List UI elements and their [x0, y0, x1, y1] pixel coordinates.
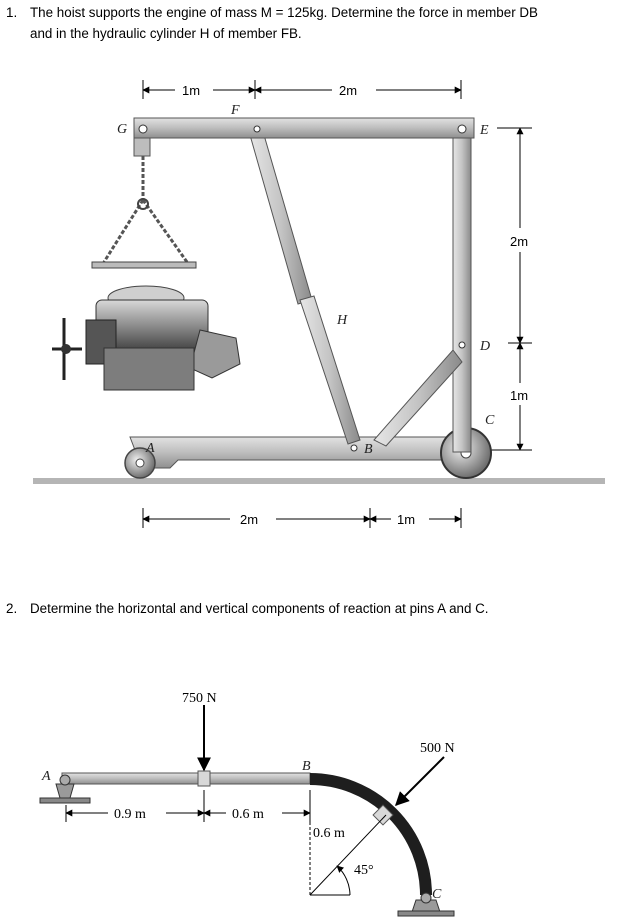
pin-g: [138, 124, 148, 134]
label-b: B: [364, 442, 373, 457]
dim-bottom-right-label: 1m: [397, 512, 415, 527]
load-collar-1: [197, 770, 211, 787]
label-a2: A: [41, 769, 51, 784]
problem-1-number: 1.: [6, 5, 18, 20]
load-750-label: 750 N: [182, 691, 217, 706]
label-c2: C: [432, 887, 442, 902]
dim-top-right-label: 2m: [339, 83, 357, 98]
label-h: H: [336, 313, 348, 328]
hydraulic-cylinder-body: [249, 134, 313, 305]
label-f: F: [230, 103, 240, 118]
support-c: [397, 892, 455, 917]
angle-label: 45°: [354, 863, 374, 878]
dim-right-lower-label: 1m: [510, 388, 528, 403]
ground-line: [33, 478, 605, 484]
label-b2: B: [302, 759, 311, 774]
beam-dimensions: [65, 790, 311, 822]
hoist-top-dimension: [142, 80, 462, 99]
hoist-right-dimension: [487, 127, 532, 451]
load-collar-2: [372, 804, 394, 826]
load-500-arrow: [395, 756, 445, 806]
dim-d2-label: 0.6 m: [232, 807, 264, 822]
brace-db: [373, 349, 463, 447]
hoist-bottom-dimension: [142, 508, 462, 528]
hoist-chain: [102, 156, 189, 263]
support-a: [39, 774, 91, 804]
beam-arc-figure: A B C 750 N 500 N 0.9 m 0.6 m 0.6 m 45°: [39, 691, 455, 917]
problem-2-number: 2.: [6, 601, 18, 616]
radius-label: 0.6 m: [313, 826, 345, 841]
engine-icon: [52, 261, 241, 391]
load-500-label: 500 N: [420, 741, 455, 756]
hoist-base-beam: [129, 436, 473, 469]
label-a: A: [145, 441, 155, 456]
hoist-top-beam: [133, 117, 475, 139]
angle-arc: [336, 865, 351, 896]
beam-ab: [61, 772, 311, 785]
problem-1-text-line1: The hoist supports the engine of mass M …: [30, 5, 538, 20]
dim-right-upper-label: 2m: [510, 234, 528, 249]
pin-f: [253, 125, 261, 133]
curved-member-bc: [309, 773, 432, 896]
dim-d1-label: 0.9 m: [114, 807, 146, 822]
hydraulic-cylinder-rod: [299, 295, 361, 445]
problem-2-statement: 2. Determine the horizontal and vertical …: [6, 598, 618, 619]
problem-1-statement: 1. The hoist supports the engine of mass …: [6, 2, 618, 44]
label-e: E: [479, 123, 489, 138]
pin-d: [458, 341, 466, 349]
label-d: D: [479, 339, 490, 354]
pin-e: [457, 124, 467, 134]
pin-b: [350, 444, 358, 452]
radius-line: [309, 814, 387, 896]
label-c: C: [485, 413, 495, 428]
label-g: G: [117, 122, 127, 137]
dim-top-left-label: 1m: [182, 83, 200, 98]
hoist-figure: 1m 2m 2m 1m 2m 1m: [33, 80, 605, 528]
problem-1-text-line2: and in the hydraulic cylinder H of membe…: [30, 26, 302, 41]
hoist-vertical-post: [452, 121, 472, 453]
dim-bottom-left-label: 2m: [240, 512, 258, 527]
problem-2-text: Determine the horizontal and vertical co…: [30, 601, 489, 616]
